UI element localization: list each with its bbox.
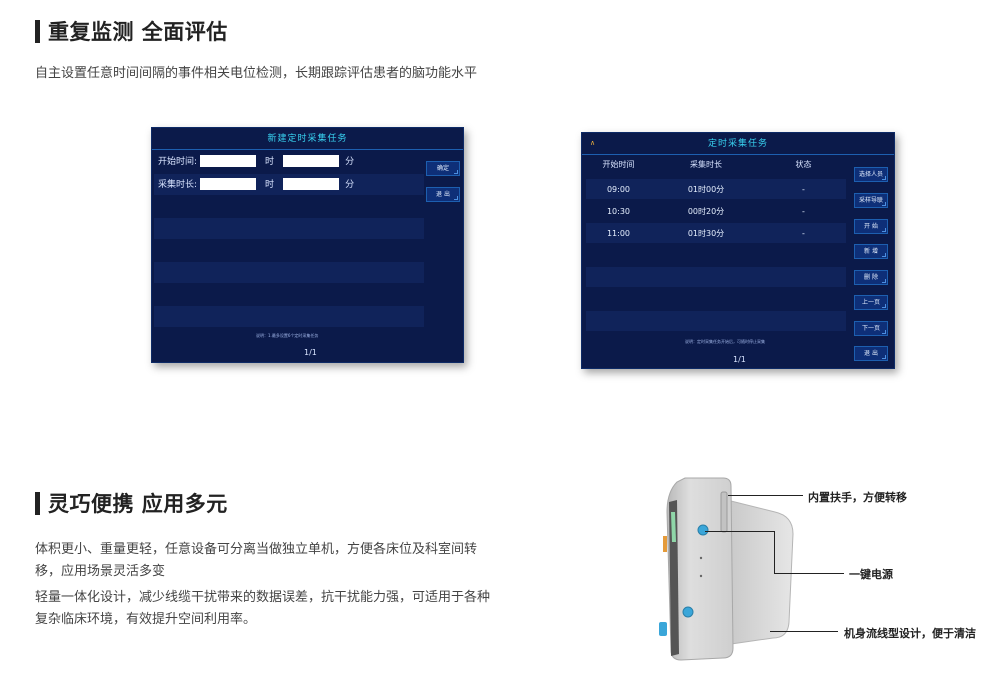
exit-button[interactable]: 退 出 bbox=[426, 187, 460, 202]
page-indicator: 1/1 bbox=[304, 348, 317, 357]
section-title-text: 重复监测 全面评估 bbox=[48, 20, 228, 44]
table-row[interactable]: 09:00 01时00分 - bbox=[586, 179, 846, 199]
table-row-empty bbox=[586, 245, 846, 265]
section-desc-2a: 体积更小、重量更轻，任意设备可分离当做独立单机，方便各床位及科室间转移，应用场景… bbox=[35, 542, 478, 579]
table-header: 开始时间 采集时长 状态 bbox=[586, 159, 846, 177]
callout-power: 一键电源 bbox=[849, 568, 893, 581]
row-band bbox=[154, 306, 424, 327]
callout-line-power-v bbox=[774, 531, 775, 573]
cell-duration: 01时30分 bbox=[687, 228, 725, 238]
screen-new-task: 新建定时采集任务 开始时间: 时 分 采集时长: 时 分 确定 退 出 说明：1… bbox=[151, 127, 464, 363]
start-time-row: 开始时间: 时 分 bbox=[158, 154, 354, 167]
confirm-button[interactable]: 确定 bbox=[426, 161, 460, 176]
screen-note: 说明：1.最多设置6个定时采集任务 bbox=[256, 333, 319, 338]
section-title-2: 灵巧便携 应用多元 bbox=[35, 488, 228, 518]
exit-button[interactable]: 退 出 bbox=[854, 346, 888, 361]
table-row[interactable]: 11:00 01时30分 - bbox=[586, 223, 846, 243]
select-person-button[interactable]: 选择人员 bbox=[854, 167, 888, 182]
duration-label: 采集时长: bbox=[158, 180, 198, 190]
screen-task-list: ∧ 定时采集任务 开始时间 采集时长 状态 09:00 01时00分 - 10:… bbox=[581, 132, 895, 369]
hour-unit: 时 bbox=[265, 157, 275, 167]
section-desc-1: 自主设置任意时间间隔的事件相关电位检测，长期跟踪评估患者的脑功能水平 bbox=[35, 66, 478, 81]
delete-button[interactable]: 删 除 bbox=[854, 270, 888, 285]
duration-hour-input[interactable] bbox=[200, 177, 257, 190]
title-bar-decoration bbox=[35, 19, 40, 43]
cell-start: 09:00 bbox=[606, 184, 631, 194]
row-band bbox=[154, 218, 424, 239]
callout-line-handle bbox=[728, 495, 803, 496]
callout-handle: 内置扶手，方便转移 bbox=[808, 491, 907, 504]
header-duration: 采集时长 bbox=[690, 160, 722, 169]
header-status: 状态 bbox=[795, 160, 812, 169]
back-arrow-icon[interactable]: ∧ bbox=[590, 139, 596, 147]
duration-minute-input[interactable] bbox=[283, 177, 340, 190]
page-indicator: 1/1 bbox=[733, 355, 746, 364]
cell-duration: 00时20分 bbox=[687, 206, 725, 216]
callout-line-design bbox=[770, 631, 838, 632]
start-minute-input[interactable] bbox=[283, 154, 340, 167]
duration-row: 采集时长: 时 分 bbox=[158, 177, 354, 190]
prev-page-button[interactable]: 上一页 bbox=[854, 295, 888, 310]
screen-note: 说明：定时采集任务开始后，可随时停止采集 bbox=[685, 339, 765, 344]
table-row-empty bbox=[586, 267, 846, 287]
cell-status: - bbox=[802, 206, 805, 216]
minute-unit: 分 bbox=[345, 157, 355, 167]
start-hour-input[interactable] bbox=[200, 154, 257, 167]
cell-status: - bbox=[802, 228, 805, 238]
start-time-label: 开始时间: bbox=[158, 157, 198, 167]
header-start: 开始时间 bbox=[602, 160, 635, 169]
cell-duration: 01时00分 bbox=[687, 184, 725, 194]
sampling-lead-button[interactable]: 采样导联 bbox=[854, 193, 888, 208]
screen-title: 定时采集任务 bbox=[582, 133, 894, 155]
callout-line-power bbox=[705, 531, 775, 532]
cell-start: 10:30 bbox=[606, 206, 631, 216]
add-button[interactable]: 新 增 bbox=[854, 244, 888, 259]
minute-unit: 分 bbox=[345, 180, 355, 190]
table-row[interactable]: 10:30 00时20分 - bbox=[586, 201, 846, 221]
callout-line-power-h bbox=[774, 573, 844, 574]
row-band bbox=[154, 262, 424, 283]
title-bar-decoration bbox=[35, 491, 40, 515]
section-desc-2b: 轻量一体化设计，减少线缆干扰带来的数据误差，抗干扰能力强，可适用于各种复杂临床环… bbox=[35, 590, 491, 627]
hour-unit: 时 bbox=[265, 180, 275, 190]
next-page-button[interactable]: 下一页 bbox=[854, 321, 888, 336]
cell-start: 11:00 bbox=[606, 228, 631, 238]
table-row-empty bbox=[586, 311, 846, 331]
cell-status: - bbox=[802, 184, 805, 194]
screen-title: 新建定时采集任务 bbox=[152, 128, 463, 150]
section-title-text: 灵巧便携 应用多元 bbox=[48, 492, 228, 516]
start-button[interactable]: 开 始 bbox=[854, 219, 888, 234]
table-row-empty bbox=[586, 289, 846, 309]
device-illustration bbox=[659, 477, 794, 661]
callout-design: 机身流线型设计，便于清洁 bbox=[844, 627, 976, 640]
section-title-1: 重复监测 全面评估 bbox=[35, 16, 228, 46]
